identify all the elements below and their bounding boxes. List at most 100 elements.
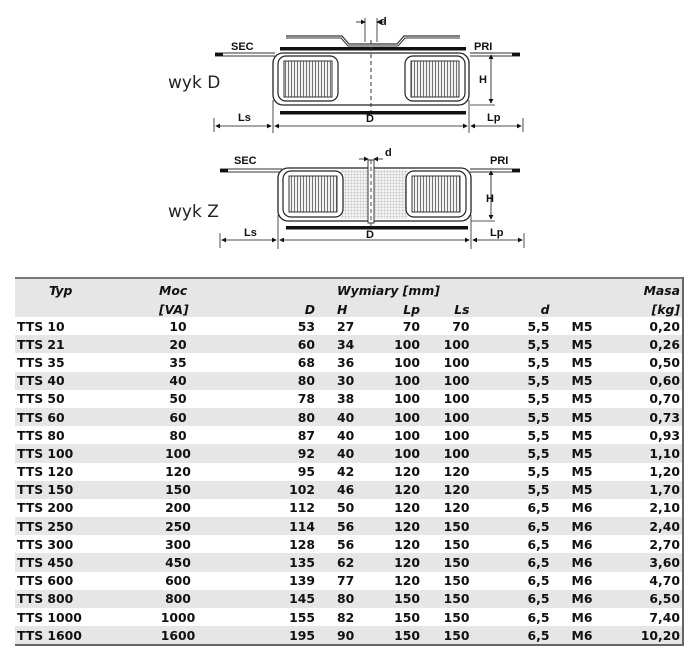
cell-thread: M6	[571, 591, 593, 607]
cell-moc: 150	[165, 482, 191, 498]
cell-d: 92	[297, 445, 315, 461]
cell-d-hole: 5,5	[527, 373, 550, 389]
cell-h: 30	[337, 373, 355, 389]
diagram-wyk-z: d SEC PRI H D Ls Lp	[219, 147, 525, 249]
cell-d-hole: 6,5	[527, 573, 550, 589]
cell-masa: 7,40	[649, 609, 680, 625]
cell-moc: 800	[165, 591, 191, 607]
cell-masa: 3,60	[649, 555, 680, 571]
cell-typ: TTS 150	[17, 482, 74, 498]
table-body: TTS 10 10 53 27 70 70 5,5 M5 0,20 TTS 21…	[15, 317, 683, 646]
header-blank	[217, 278, 331, 298]
cell-ls: 150	[443, 518, 470, 534]
cell-lp: 100	[394, 354, 420, 370]
cell-lp: 120	[394, 536, 420, 552]
cell-masa: 0,73	[649, 409, 680, 425]
cell-lp: 100	[394, 427, 420, 443]
cell-d: 80	[297, 409, 315, 425]
table-row: TTS 300 300 128 56 120 150 6,5 M6 2,70	[15, 535, 683, 554]
cell-d-hole: 6,5	[527, 518, 550, 534]
cell-h: 42	[337, 464, 355, 480]
cell-d-hole: 5,5	[527, 445, 550, 461]
cell-d: 135	[289, 555, 315, 571]
header-masa-unit: [kg]	[651, 302, 680, 317]
header-h: H	[337, 302, 348, 317]
cell-lp: 150	[394, 627, 420, 643]
cell-typ: TTS 40	[17, 373, 65, 389]
cell-d-hole: 5,5	[527, 318, 550, 334]
cell-moc: 120	[165, 464, 191, 480]
cell-h: 34	[337, 336, 355, 352]
header-blank	[492, 278, 570, 298]
cell-ls: 100	[443, 445, 470, 461]
dim-d-big-label: D	[366, 113, 374, 125]
cell-moc: 35	[169, 354, 187, 370]
cell-d-hole: 5,5	[527, 391, 550, 407]
cell-d: 114	[289, 518, 315, 534]
cell-masa: 0,70	[649, 391, 680, 407]
cell-d-hole: 6,5	[527, 609, 550, 625]
cell-d: 95	[297, 464, 315, 480]
cell-moc: 450	[165, 555, 191, 571]
header-d: D	[304, 302, 315, 317]
cell-lp: 120	[394, 500, 420, 516]
cell-masa: 2,40	[649, 518, 680, 534]
cell-lp: 100	[394, 409, 420, 425]
cell-masa: 2,70	[649, 536, 680, 552]
cell-lp: 100	[394, 336, 420, 352]
cell-moc: 1000	[160, 609, 196, 625]
cell-thread: M6	[571, 536, 593, 552]
cell-thread: M5	[571, 409, 593, 425]
cell-thread: M5	[571, 391, 593, 407]
dim-lp-label: Lp	[487, 112, 501, 124]
cell-d: 60	[297, 336, 315, 352]
table-row: TTS 1000 1000 155 82 150 150 6,5 M6 7,40	[15, 608, 683, 627]
cell-d-hole: 6,5	[527, 591, 550, 607]
specs-table-container: Typ Moc Wymiary [mm] Masa [VA] D H Lp Ls…	[15, 277, 685, 647]
cell-typ: TTS 21	[17, 336, 65, 352]
cell-typ: TTS 1000	[17, 609, 82, 625]
cell-thread: M5	[571, 464, 593, 480]
header-blank	[570, 278, 630, 298]
cell-d: 102	[289, 482, 315, 498]
table-row: TTS 450 450 135 62 120 150 6,5 M6 3,60	[15, 553, 683, 572]
table-row: TTS 150 150 102 46 120 120 5,5 M5 1,70	[15, 480, 683, 499]
cell-lp: 120	[394, 518, 420, 534]
pri-label: PRI	[490, 155, 508, 167]
header-blank	[570, 298, 630, 317]
cell-typ: TTS 60	[17, 409, 65, 425]
cell-d-hole: 5,5	[527, 336, 550, 352]
cell-lp: 150	[394, 591, 420, 607]
transformer-diagrams: d SEC PRI H D Ls Lp	[0, 0, 700, 260]
cell-typ: TTS 120	[17, 464, 74, 480]
cell-moc: 200	[165, 500, 191, 516]
cell-ls: 100	[443, 336, 470, 352]
cell-thread: M5	[571, 354, 593, 370]
cell-masa: 0,20	[649, 318, 680, 334]
cell-thread: M6	[571, 500, 593, 516]
cell-lp: 120	[394, 573, 420, 589]
diagram-wyk-d: d SEC PRI H D Ls Lp	[213, 16, 524, 133]
cell-thread: M6	[571, 518, 593, 534]
cell-h: 46	[337, 482, 355, 498]
cell-typ: TTS 1600	[17, 627, 82, 643]
cell-h: 50	[337, 500, 355, 516]
cell-moc: 1600	[160, 627, 196, 643]
cell-thread: M6	[571, 627, 593, 643]
diagram-drawings: d SEC PRI H D Ls Lp	[213, 16, 525, 249]
cell-moc: 250	[165, 518, 191, 534]
cell-typ: TTS 50	[17, 391, 65, 407]
diagram-label-wyk-z: wyk Z	[168, 202, 219, 222]
cell-h: 36	[337, 354, 355, 370]
cell-d: 139	[289, 573, 315, 589]
header-masa: Masa	[643, 283, 680, 298]
cell-typ: TTS 300	[17, 536, 74, 552]
cell-d: 78	[297, 391, 315, 407]
cell-typ: TTS 250	[17, 518, 74, 534]
cell-h: 62	[337, 555, 355, 571]
table-row: TTS 600 600 139 77 120 150 6,5 M6 4,70	[15, 571, 683, 590]
dim-d-label: d	[380, 16, 387, 28]
pri-label: PRI	[474, 41, 492, 53]
cell-ls: 100	[443, 427, 470, 443]
dim-ls-label: Ls	[238, 112, 251, 124]
